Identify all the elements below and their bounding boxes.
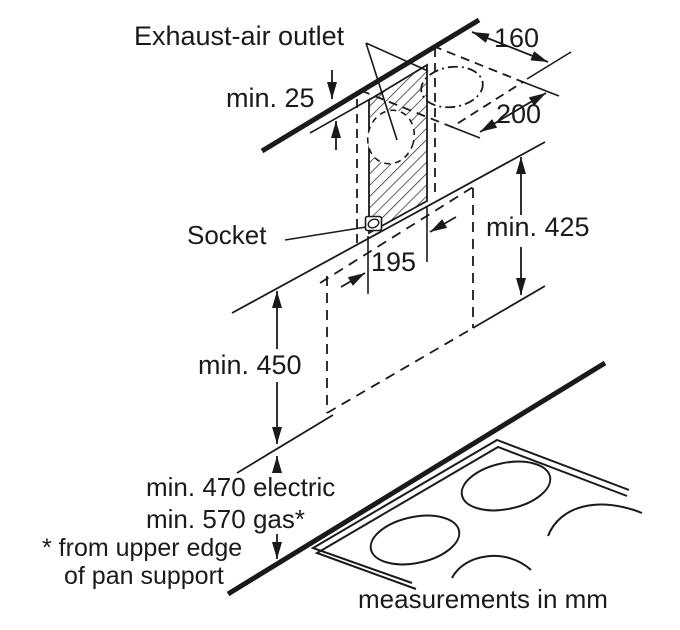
min25-extension-line	[309, 97, 373, 134]
hood-top-line	[231, 141, 546, 314]
leader-lines	[284, 42, 429, 241]
hood-bottom-ref-left	[236, 414, 334, 474]
cooktop	[226, 360, 643, 597]
socket-symbol	[364, 215, 383, 232]
dim-160-label: 160	[494, 23, 540, 53]
socket-leader	[284, 226, 367, 241]
dim195-arrow-right	[429, 216, 457, 233]
burner-bottom-partial	[451, 555, 532, 579]
burner-back	[460, 460, 552, 512]
ext-line-200b	[451, 126, 481, 139]
dim-min25-label: min. 25	[226, 83, 315, 113]
socket-label: Socket	[187, 220, 267, 250]
footnote-line1: * from upper edge	[42, 534, 243, 562]
hood-body	[231, 141, 546, 474]
socket-outlet-circle	[367, 218, 380, 229]
vertical-dimensions	[272, 157, 526, 559]
hood-hidden-bottom-edge	[326, 327, 474, 414]
dim-200-label: 200	[496, 99, 542, 129]
dim195-arrow-left	[340, 272, 366, 288]
dim-200-line	[479, 92, 547, 133]
duct	[356, 48, 436, 244]
ext-line-200a	[522, 81, 560, 97]
burner-right-partial	[547, 503, 643, 537]
outlet-plan-circle	[420, 65, 484, 109]
outlet-leader-2	[365, 42, 429, 72]
hood-bottom-ref-right	[472, 285, 546, 329]
ext-line-160	[526, 51, 572, 80]
hood-hidden-top-edge	[319, 186, 474, 284]
duct-outlet-hole	[366, 109, 416, 165]
cooktop-outline-inner	[314, 445, 628, 590]
cooktop-outline-outer	[310, 438, 630, 584]
dim-min470-label: min. 470 electric	[146, 472, 336, 502]
cooktop-back-edge-line	[226, 360, 607, 597]
ceiling-line	[260, 17, 481, 154]
outlet-leader-1	[365, 42, 398, 141]
dim-160-line	[471, 31, 549, 63]
dim-min425-label: min. 425	[486, 212, 590, 242]
units-note: measurements in mm	[358, 584, 608, 614]
burner-front-left	[369, 514, 461, 566]
dim-min450-label: min. 450	[198, 350, 302, 380]
footnote-line2: of pan support	[64, 562, 224, 590]
outlet-label: Exhaust-air outlet	[134, 21, 345, 51]
dim-195	[340, 206, 457, 294]
ceiling	[260, 17, 481, 154]
dim-195-label: 195	[371, 247, 417, 277]
dim-min570-label: min. 570 gas*	[146, 504, 305, 534]
